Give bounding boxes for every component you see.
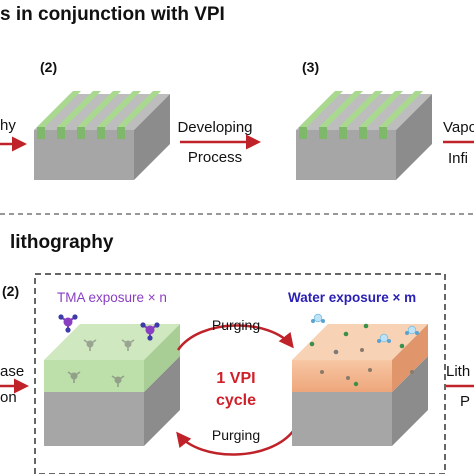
bottom-right-fragment-line1: Lith <box>446 363 470 380</box>
top-right-fragment-line2: Infi <box>448 150 468 167</box>
tma-molecules <box>58 314 160 387</box>
water-molecule-icon <box>311 313 325 323</box>
tma-molecule-icon <box>58 314 78 333</box>
tma-molecule-icon <box>140 322 160 341</box>
vpi-cycle-label-line1: 1 VPI <box>216 370 255 387</box>
tma-molecule-icon <box>67 371 81 383</box>
developing-label-line1: Developing <box>177 119 252 136</box>
developing-label-line2: Process <box>188 149 242 166</box>
top-right-fragment-line1: Vapo <box>443 119 474 136</box>
top-block-2-stripes <box>37 91 161 139</box>
water-exposure-label: Water exposure × m <box>288 290 416 305</box>
bottom-section-title: lithography <box>10 232 114 253</box>
purging-arrow-top <box>176 324 294 351</box>
bottom-step-2-label: (2) <box>2 283 19 299</box>
tma-molecule-icon <box>111 375 125 387</box>
top-step-2-label: (2) <box>40 59 57 75</box>
purging-arrow-bottom <box>176 429 295 456</box>
vpi-cycle-box <box>34 273 446 474</box>
water-molecules <box>309 313 419 387</box>
water-molecule-icon <box>377 333 391 343</box>
tma-exposure-label: TMA exposure × n <box>57 290 167 305</box>
water-molecule-icon <box>405 325 419 335</box>
top-left-arrow-label: hy <box>0 117 16 134</box>
top-block-3 <box>296 91 432 180</box>
top-block-3-stripes <box>299 91 423 139</box>
purging-label-bottom: Purging <box>212 427 260 443</box>
tma-molecule-icon <box>121 339 135 351</box>
tma-molecule-icon <box>83 339 97 351</box>
purging-label-top: Purging <box>212 317 260 333</box>
bottom-left-fragment-line1: ase <box>0 363 24 380</box>
water-block <box>292 324 428 446</box>
tma-block <box>44 324 180 446</box>
bottom-left-fragment-line2: on <box>0 389 17 406</box>
top-block-2 <box>34 91 170 180</box>
vpi-cycle-label-line2: cycle <box>216 392 256 409</box>
top-step-3-label: (3) <box>302 59 319 75</box>
bottom-right-fragment-line2: P <box>460 393 470 410</box>
top-section-title: s in conjunction with VPI <box>0 4 225 25</box>
